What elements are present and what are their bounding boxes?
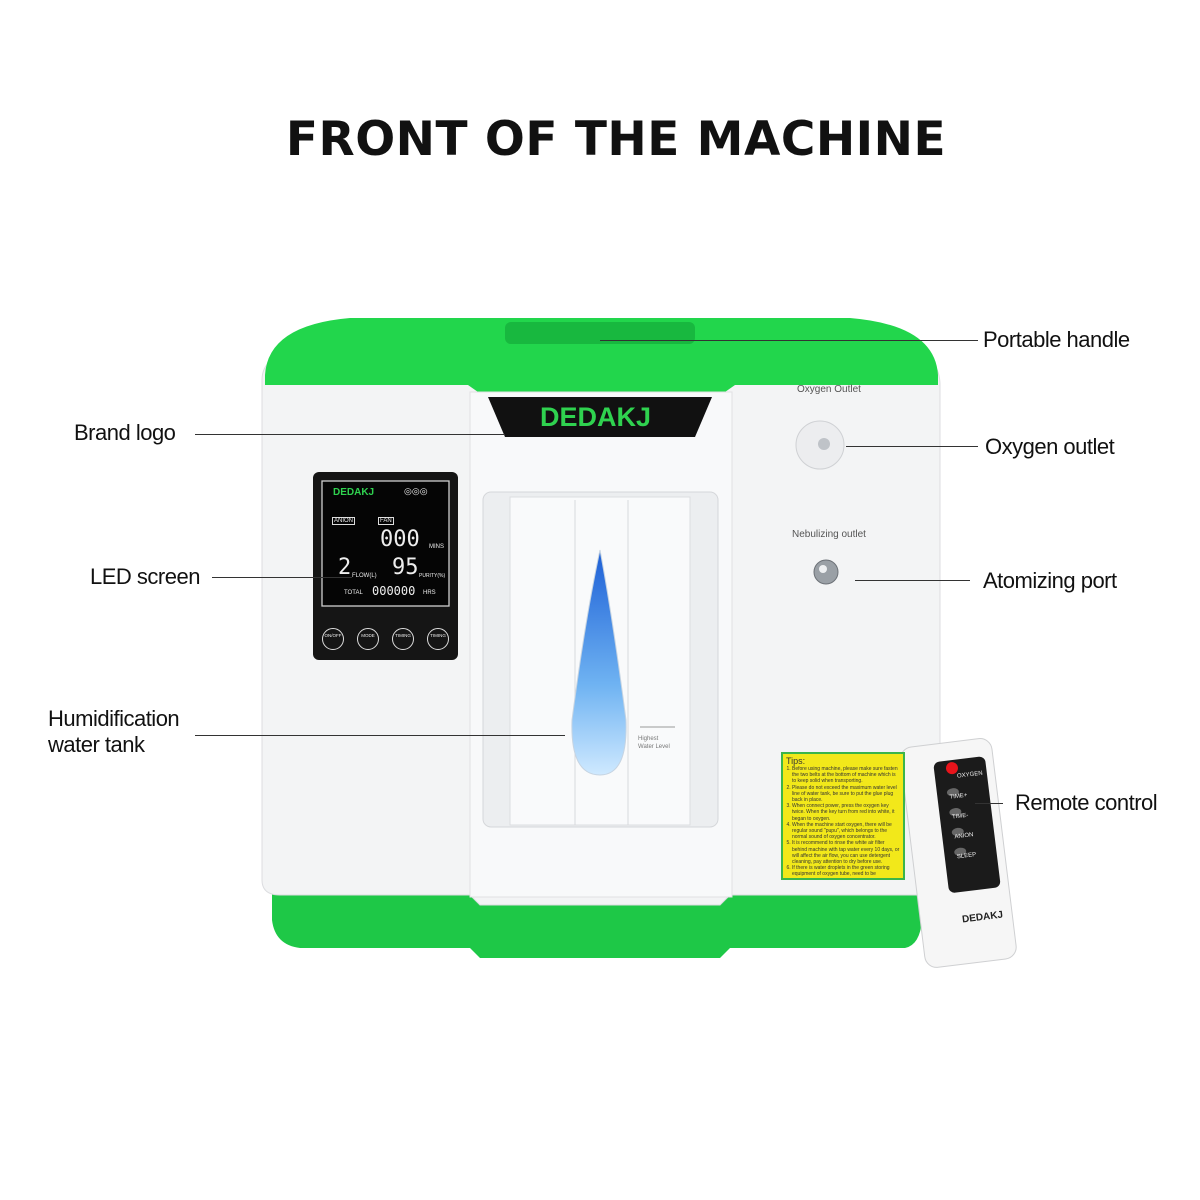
green-base xyxy=(272,880,922,958)
tip-item: It is recommend to rinse the white air f… xyxy=(792,840,900,865)
lcd-brand: DEDAKJ xyxy=(333,487,375,498)
page-title: FRONT OF THE MACHINE xyxy=(285,112,947,167)
timing-minus-button[interactable]: TIMING xyxy=(427,628,449,650)
lcd-buttons: ON/OFF MODE TIMING TIMING xyxy=(322,628,449,650)
label-led-screen: LED screen xyxy=(90,564,200,589)
lcd-content: DEDAKJ ◎◎◎ ANION FAN 000 MINS 2 FLOW(L) … xyxy=(322,481,449,606)
mode-button[interactable]: MODE xyxy=(357,628,379,650)
water-level-text: Highest Water Level xyxy=(638,735,670,751)
tips-list: Before using machine, please make sure f… xyxy=(786,766,900,878)
label-water-tank-line1: Humidification xyxy=(48,706,180,731)
water-level-line1: Highest xyxy=(638,736,659,742)
oxygen-outlet-line xyxy=(846,446,978,447)
remote-control-line xyxy=(975,803,1003,804)
label-remote-control: Remote control xyxy=(1015,790,1158,815)
tip-item: When the machine start oxygen, there wil… xyxy=(792,822,900,841)
nebulizing-port[interactable] xyxy=(813,559,839,585)
water-level-line2: Water Level xyxy=(638,744,670,750)
atomizing-port-line xyxy=(855,580,970,581)
lcd-fan: FAN xyxy=(378,517,394,525)
tips-sticker: Tips: Before using machine, please make … xyxy=(781,752,905,880)
remote-power-button[interactable] xyxy=(945,761,958,775)
lcd-anion: ANION xyxy=(332,517,356,525)
nebulizing-outlet-text: Nebulizing outlet xyxy=(792,529,866,540)
lcd-total-value: 000000 xyxy=(372,584,416,598)
lcd-purity-value: 95 xyxy=(392,555,419,580)
portable-handle-line xyxy=(600,340,978,341)
led-screen-line xyxy=(212,577,352,578)
tip-item: Please do not exceed the maximum water l… xyxy=(792,785,900,804)
lcd-status-icons: ◎◎◎ xyxy=(404,486,428,496)
label-atomizing-port: Atomizing port xyxy=(983,568,1117,593)
brand-logo: DEDAKJ xyxy=(540,402,652,432)
lcd-flow-unit: FLOW(L) xyxy=(352,573,377,579)
lcd-flow-value: 2 xyxy=(338,555,352,580)
remote-control[interactable] xyxy=(899,737,1017,969)
label-brand-logo: Brand logo xyxy=(74,420,176,445)
oxygen-outlet-text: Oxygen Outlet xyxy=(797,384,861,395)
label-portable-handle: Portable handle xyxy=(983,327,1130,352)
label-water-tank: Humidification water tank xyxy=(48,706,180,758)
water-tank-line xyxy=(195,735,565,736)
brand-logo-plate xyxy=(488,397,712,437)
timing-plus-button[interactable]: TIMING xyxy=(392,628,414,650)
tip-item: Before using machine, please make sure f… xyxy=(792,766,900,785)
tips-heading: Tips: xyxy=(786,756,806,766)
green-lid xyxy=(265,318,938,392)
tip-item: If there is water droplets in the green … xyxy=(792,865,900,878)
lcd-mins-value: 000 xyxy=(380,527,420,552)
tip-item: When connect power, press the oxygen key… xyxy=(792,803,900,822)
water-level-window xyxy=(571,549,627,776)
lcd-mins-unit: MINS xyxy=(429,544,444,550)
portable-handle[interactable] xyxy=(505,322,695,344)
brand-logo-line xyxy=(195,434,505,435)
lcd-total-label: TOTAL xyxy=(344,590,363,596)
lcd-purity-unit: PURITY(%) xyxy=(419,573,446,579)
led-screen xyxy=(321,480,450,607)
label-water-tank-line2: water tank xyxy=(48,732,145,757)
lcd-total-unit: HRS xyxy=(423,590,436,596)
label-oxygen-outlet: Oxygen outlet xyxy=(985,434,1115,459)
on-off-button[interactable]: ON/OFF xyxy=(322,628,344,650)
